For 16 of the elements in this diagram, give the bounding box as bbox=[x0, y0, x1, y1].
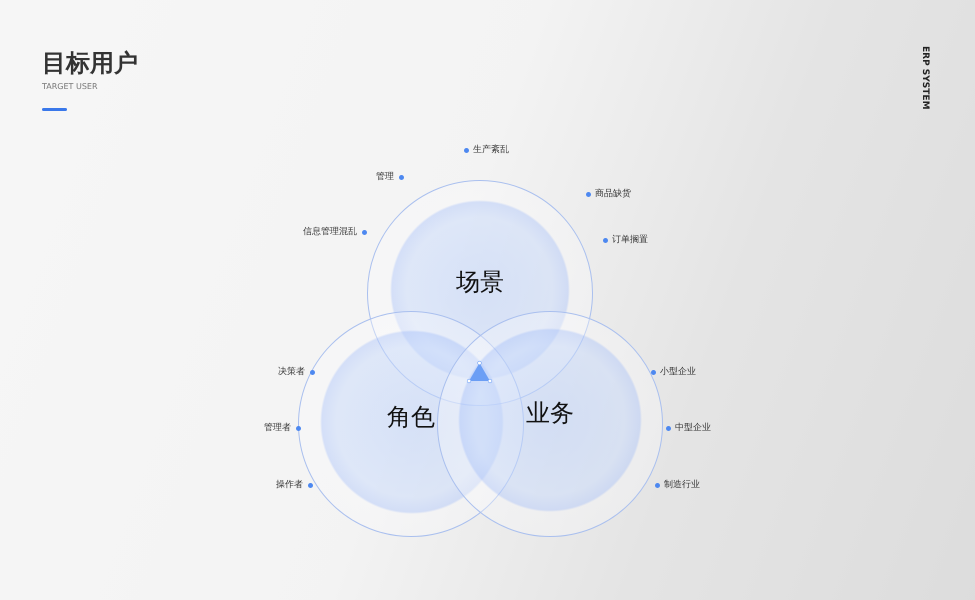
circle-label: 角色 bbox=[387, 402, 435, 433]
page-title: 目标用户 bbox=[42, 48, 138, 78]
tag-label: 小型企业 bbox=[660, 366, 696, 378]
tag-label: 中型企业 bbox=[675, 422, 711, 434]
tag-label: 订单搁置 bbox=[612, 234, 648, 246]
circle-label: 业务 bbox=[526, 398, 574, 429]
page-subtitle: TARGET USER bbox=[42, 82, 98, 92]
tag-label: 决策者 bbox=[278, 366, 305, 378]
tag-label: 操作者 bbox=[276, 479, 303, 491]
tag-label: 制造行业 bbox=[664, 479, 700, 491]
tag-label: 信息管理混乱 bbox=[303, 226, 357, 238]
tag-label: 商品缺货 bbox=[595, 188, 631, 200]
tag-label: 管理 bbox=[376, 171, 394, 183]
tag-label: 管理者 bbox=[264, 422, 291, 434]
tag-label: 生产紊乱 bbox=[473, 144, 509, 156]
circle-label: 场景 bbox=[456, 267, 504, 298]
